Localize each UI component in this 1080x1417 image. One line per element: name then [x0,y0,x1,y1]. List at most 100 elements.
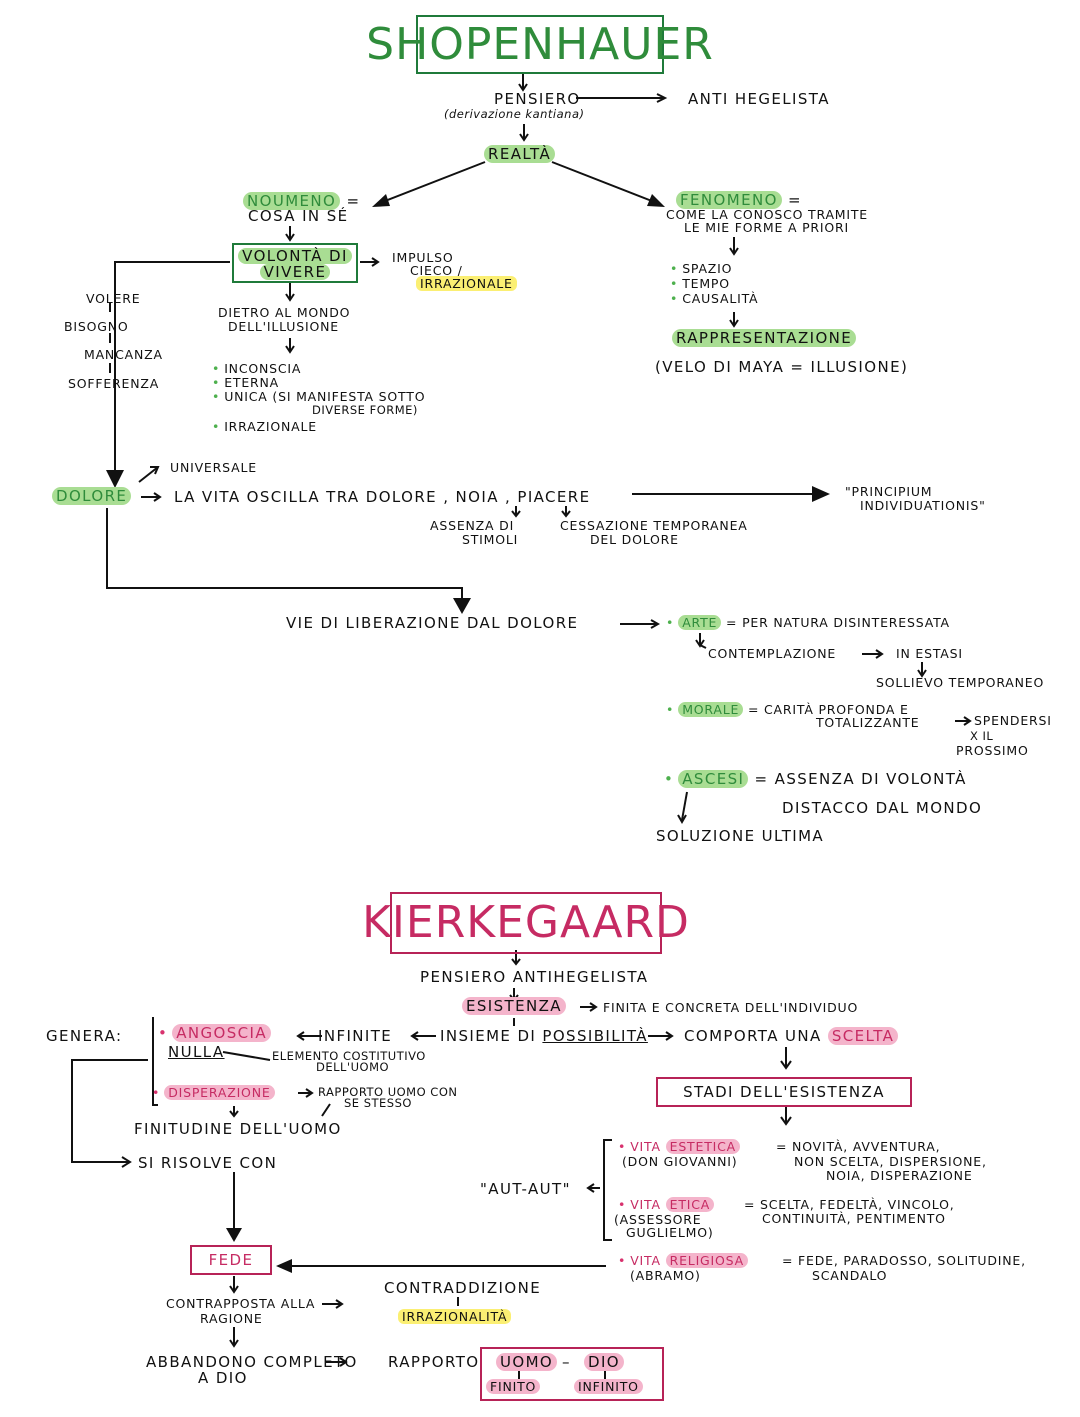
comporta-label: COMPORTA UNA [684,1027,822,1045]
line-volonta-dolore [114,261,230,478]
insieme-line: INSIEME DI POSSIBILITÀ [440,1028,648,1045]
noumeno-eq: = [346,192,361,210]
rapporto-label: RAPPORTO [388,1353,480,1371]
fede-label: FEDE [208,1251,254,1269]
religiosa-def1: = FEDE, PARADOSSO, SOLITUDINE, [782,1253,1026,1268]
vita-etica-vita: VITA [630,1197,661,1212]
volonta-line1: VOLONTÀ DI [238,248,352,264]
nulla-label: NULLA [168,1043,225,1061]
dio-label: DIO [584,1353,624,1371]
ascesi-highlight: ASCESI [678,770,749,788]
fenomeno-def2: LE MIE FORME A PRIORI [684,220,849,235]
estetica-def1: = NOVITÀ, AVVENTURA, [776,1139,941,1154]
si-risolve-label: SI RISOLVE CON [138,1154,278,1172]
piacere-note1: CESSAZIONE TEMPORANEA [560,518,748,533]
realta-highlight: REALTÀ [484,145,556,163]
etica-line: VITA ETICA [618,1197,715,1212]
dolore-highlight: DOLORE [52,487,132,505]
fede-box: FEDE [190,1245,272,1275]
dolore-label: DOLORE [52,487,132,505]
vita-religiosa-vita: VITA [630,1253,661,1268]
contraddizione-label: CONTRADDIZIONE [384,1279,542,1297]
k-pensiero: PENSIERO ANTIHEGELISTA [420,968,649,986]
shopenhauer-title: SHOPENHAUER [366,18,714,70]
arrow-realta-fenomeno [551,161,658,204]
arrow-dolore-universale [138,466,159,483]
volonta-di-vivere-box: VOLONTÀ DI VIVERE [232,243,358,283]
arte-line: ARTE = PER NATURA DISINTERESSATA [666,615,950,630]
uomo-dio-box: UOMO – DIO FINITO INFINITO [480,1347,664,1401]
velo-di-maya: (VELO DI MAYA = ILLUSIONE) [655,358,909,376]
religiosa-line: VITA RELIGIOSA [618,1253,748,1268]
uomo-highlight: UOMO [496,1353,558,1371]
genera-label: GENERA: [46,1027,123,1045]
infinite-label: INFINITE [318,1027,393,1045]
rapporto-line1: RAPPORTO UOMO CON [318,1085,458,1099]
universale-label: UNIVERSALE [170,460,257,475]
contemplazione-label: CONTEMPLAZIONE [708,646,837,661]
rappresentazione-highlight: RAPPRESENTAZIONE [672,329,857,347]
in-estasi: IN ESTASI [896,646,963,661]
pensiero-note: (derivazione kantiana) [444,107,585,121]
etica-who1: (ASSESSORE [614,1212,702,1227]
kierkegaard-title-box: KIERKEGAARD [362,892,689,954]
cycle-sofferenza: SOFFERENZA [68,376,160,391]
rapporto-line2: SE STESSO [344,1096,412,1110]
arrow-ascesi-soluzione [681,791,688,821]
antihegelista-label: ANTI HEGELISTA [688,90,830,108]
line-genera-risolve [71,1059,148,1163]
estetica-def2: NON SCELTA, DISPERSIONE, [794,1154,987,1169]
esistenza-label: ESISTENZA [462,997,566,1015]
noia-note1: ASSENZA DI [430,518,515,533]
ascesi-line: ASCESI = ASSENZA DI VOLONTÀ [664,770,967,788]
feature-unica: UNICA (SI MANIFESTA SOTTO [212,390,425,403]
dash-label: – [562,1353,571,1371]
dietro-line1: DIETRO AL MONDO [218,305,351,320]
volonta-line2: VIVERE [259,264,331,280]
religiosa-def2: SCANDALO [812,1268,888,1283]
religiosa-who: (ABRAMO) [630,1268,701,1283]
feature-unica-cont: DIVERSE FORME) [312,403,418,417]
morale-highlight: MORALE [678,702,744,717]
principium-line1: "PRINCIPIUM [845,484,933,499]
scelta-highlight: SCELTA [827,1027,899,1045]
finito-highlight: FINITO [486,1379,541,1394]
oscilla-text: LA VITA OSCILLA TRA DOLORE , NOIA , PIAC… [174,488,591,506]
arte-highlight: ARTE [678,615,722,630]
irrazionalita-highlight: IRRAZIONALITÀ [398,1309,512,1324]
disperazione-line: DISPERAZIONE [152,1085,275,1100]
stadi-box: STADI DELL'ESISTENZA [656,1077,912,1107]
disperazione-highlight: DISPERAZIONE [164,1085,275,1100]
aut-aut-label: "AUT-AUT" [480,1180,571,1198]
finita-concreta: FINITA E CONCRETA DELL'INDIVIDUO [603,1000,859,1015]
cycle-volere: VOLERE [86,291,141,306]
estetica-line: VITA ESTETICA [618,1139,740,1154]
infinito-label: INFINITO [574,1379,643,1394]
piacere-note2: DEL DOLORE [590,532,679,547]
stadi-label: STADI DELL'ESISTENZA [683,1083,885,1101]
dio-highlight: DIO [584,1353,624,1371]
arrow-realta-noumeno [379,161,486,204]
shopenhauer-title-box: SHOPENHAUER [366,15,713,74]
noumeno-line: NOUMENO = [243,192,361,210]
religiosa-highlight: RELIGIOSA [665,1253,748,1268]
morale-def1: = CARITÀ PROFONDA E [747,702,909,717]
spendersi-3: PROSSIMO [956,743,1029,758]
irrazionale-highlight: IRRAZIONALE [416,276,517,291]
estetica-highlight: ESTETICA [665,1139,740,1154]
forma-tempo: TEMPO [670,277,730,290]
ascesi-def1: = ASSENZA DI VOLONTÀ [754,770,967,788]
arte-def: = PER NATURA DISINTERESSATA [726,615,950,630]
insieme-pre: INSIEME DI [440,1027,537,1045]
forma-causalita: CAUSALITÀ [670,292,758,305]
dietro-line2: DELL'ILLUSIONE [228,319,339,334]
fenomeno-highlight: FENOMENO [676,191,782,209]
estetica-def3: NOIA, DISPERAZIONE [826,1168,973,1183]
elemento-line2: DELL'UOMO [316,1060,390,1074]
fenomeno-def1: COME LA CONOSCO TRAMITE [666,207,868,222]
principium-line2: INDIVIDUATIONIS" [860,498,986,513]
spendersi-2: X IL [970,729,994,743]
comporta-line: COMPORTA UNA SCELTA [684,1027,899,1045]
line-dolore-vie [106,508,463,600]
